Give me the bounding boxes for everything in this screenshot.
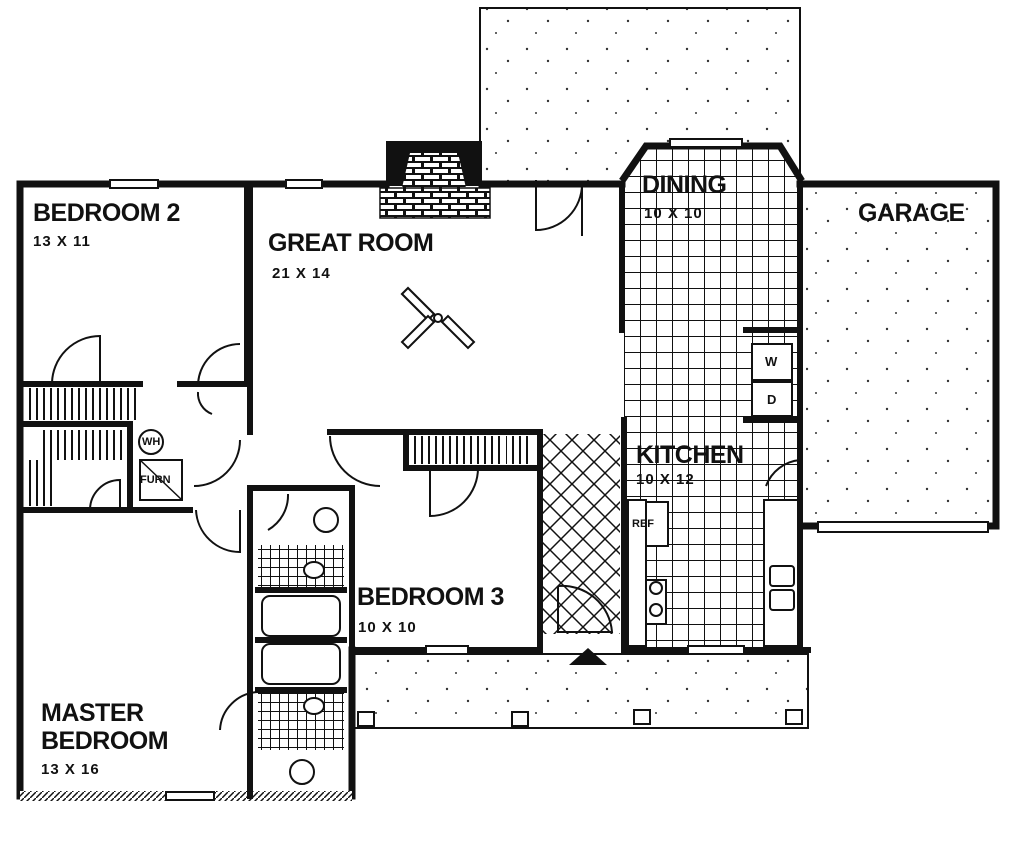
bath-floor — [258, 545, 344, 590]
water-heater-label: WH — [142, 436, 161, 448]
front-porch — [351, 653, 809, 729]
refrigerator — [645, 501, 669, 547]
ceiling-fan-icon — [400, 286, 476, 350]
room-name-garage: GARAGE — [858, 199, 965, 227]
room-name-bedroom-3: BEDROOM 3 — [357, 583, 504, 611]
entry-arrow-icon — [569, 648, 607, 665]
room-dims-kitchen: 10 X 12 — [636, 471, 695, 488]
sink-icon — [289, 759, 315, 785]
room-dims-bedroom-2: 13 X 11 — [33, 233, 91, 250]
furnace-label: FURN — [140, 474, 171, 486]
sink-icon — [313, 507, 339, 533]
washer — [751, 343, 793, 381]
bathtub — [261, 595, 341, 637]
refrigerator-label: REF — [632, 518, 654, 530]
room-name-master-line2: BEDROOM — [41, 727, 169, 755]
water-heater-icon — [138, 429, 164, 455]
kitchen-sink — [769, 565, 795, 587]
room-dims-bedroom-3: 10 X 10 — [358, 619, 417, 636]
room-dims-dining: 10 X 10 — [644, 205, 703, 222]
room-dims-master-bedroom: 13 X 16 — [41, 761, 100, 778]
room-name-great-room: GREAT ROOM — [268, 229, 434, 257]
bathtub — [261, 643, 341, 685]
washer-label: W — [765, 354, 777, 369]
room-dims-great-room: 21 X 14 — [272, 265, 331, 282]
room-name-dining: DINING — [642, 171, 727, 199]
room-name-master-line1: MASTER — [41, 699, 144, 727]
foyer-floor — [542, 434, 620, 634]
dryer-label: D — [767, 392, 776, 407]
room-name-bedroom-2: BEDROOM 2 — [33, 199, 180, 227]
dryer — [751, 381, 793, 417]
room-name-kitchen: KITCHEN — [636, 441, 744, 469]
